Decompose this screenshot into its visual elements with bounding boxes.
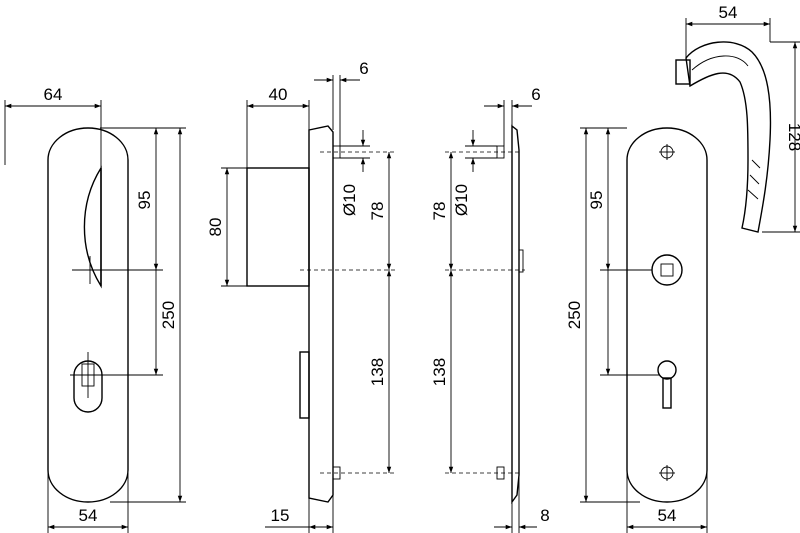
side-plate-outline	[308, 125, 334, 503]
back-spindle	[518, 249, 524, 273]
dim-text-80: 80	[206, 218, 225, 237]
dim-text-15: 15	[271, 506, 290, 525]
side-lug	[299, 351, 310, 419]
lever-inner-line	[691, 55, 749, 71]
back-cyl-round	[657, 360, 677, 380]
screw-top	[332, 145, 341, 159]
back-plate-outline	[626, 127, 708, 503]
dim-text-6-side: 6	[359, 59, 368, 78]
side-knob-block	[246, 167, 310, 287]
cylinder-hole	[73, 360, 103, 413]
lever-rose	[675, 59, 691, 85]
dim-text-6-back: 6	[531, 85, 540, 104]
spindle-ring	[651, 254, 683, 286]
side-back-view: 6 Ø10 78 138 8	[430, 85, 550, 533]
lever-outline	[685, 41, 772, 233]
knob-outline	[83, 165, 102, 289]
dim-text-78-side: 78	[368, 202, 387, 221]
back-plate-view: 250 95 54	[565, 127, 708, 533]
lever-view: 54 128	[675, 3, 800, 233]
dim-text-54-back: 54	[658, 506, 677, 525]
back-side-plate-outline	[511, 124, 520, 505]
dim-text-128: 128	[785, 123, 800, 151]
dim-text-64: 64	[44, 85, 63, 104]
dim-text-dia10-back: Ø10	[452, 184, 471, 216]
dim-text-54-front: 54	[79, 506, 98, 525]
side-knob-view: 40 6 80 Ø10 78 138 15	[206, 59, 395, 533]
dim-text-95-front: 95	[135, 191, 154, 210]
dim-text-54-lever: 54	[719, 3, 738, 22]
spindle-square	[660, 263, 674, 277]
dim-text-250-front: 250	[159, 301, 178, 329]
dim-text-138-back: 138	[430, 358, 449, 386]
dim-text-250-back: 250	[565, 301, 584, 329]
front-plate-outline	[47, 127, 129, 503]
back-cyl-slot	[662, 377, 672, 409]
dim-text-138-side: 138	[368, 358, 387, 386]
front-knob-view: 64 54 95 250	[4, 85, 186, 533]
dim-text-78-back: 78	[430, 202, 449, 221]
dim-text-dia10-side: Ø10	[340, 184, 359, 216]
lever-grip	[747, 159, 761, 200]
dim-text-95-back: 95	[587, 191, 606, 210]
dim-text-40: 40	[269, 85, 288, 104]
dim-text-8: 8	[540, 506, 549, 525]
screw-bottom	[332, 466, 341, 480]
